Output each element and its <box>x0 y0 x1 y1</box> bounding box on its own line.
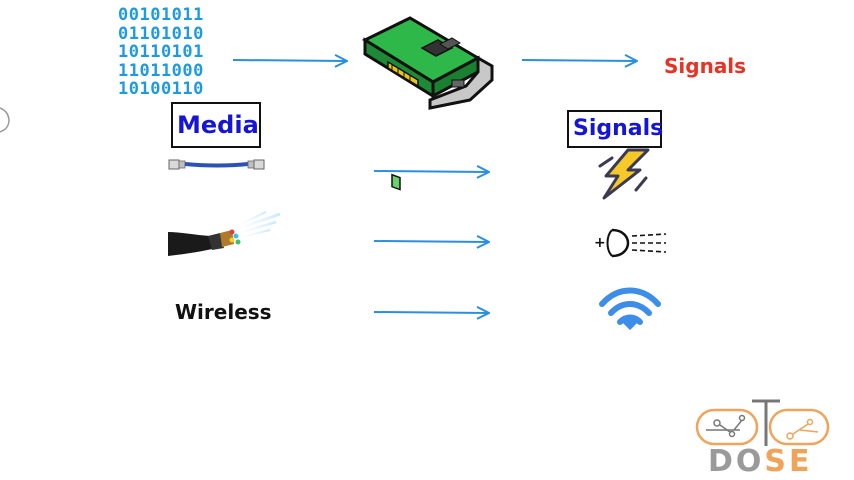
arrow-fiber <box>373 241 488 242</box>
binary-line: 10110101 <box>118 42 204 62</box>
logo-text: DOSE <box>708 444 813 479</box>
media-heading: Media <box>171 102 261 148</box>
logo-circuit-icon <box>695 399 830 446</box>
binary-line: 01101010 <box>118 23 204 44</box>
arrow-copper <box>373 171 488 172</box>
signals-label-top: Signals <box>664 54 747 78</box>
binary-line: 11011000 <box>118 60 204 81</box>
binary-line: 00101011 <box>118 5 204 25</box>
network-card-icon <box>361 16 494 191</box>
arrow-nic-to-signals <box>521 60 636 61</box>
laser-light-icon: + <box>594 228 667 258</box>
lightning-bolt-icon <box>598 148 650 200</box>
signals-heading: Signals <box>567 110 663 148</box>
wifi-icon <box>599 287 661 331</box>
binary-line: 10100110 <box>118 79 204 99</box>
binary-data: 00101011 01101010 10110101 11011000 1010… <box>118 6 218 99</box>
fiber-optic-cable-icon <box>168 211 281 256</box>
logo-text-part1: DO <box>708 444 765 479</box>
wireless-label: Wireless <box>175 300 272 324</box>
arrow-binary-to-nic <box>232 60 346 61</box>
svg-text:+: + <box>594 235 606 251</box>
partial-shape-left-edge <box>0 107 10 133</box>
arrow-wireless <box>373 312 488 313</box>
logo-text-part2: SE <box>764 444 813 479</box>
ethernet-cable-icon <box>168 159 265 170</box>
